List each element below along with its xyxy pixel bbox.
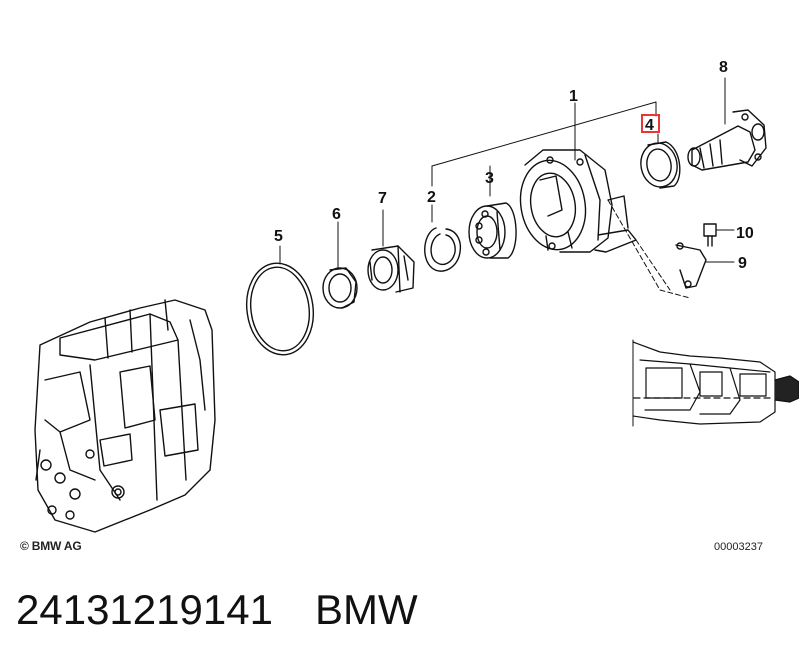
callout-10: 10 — [736, 225, 754, 242]
part-3-ball-bearing — [468, 202, 517, 259]
part-10-bolt — [703, 223, 717, 247]
copyright-notice: © BMW AG — [20, 539, 82, 553]
part-1-rear-housing — [519, 149, 637, 253]
callout-9: 9 — [738, 255, 747, 272]
parts-diagram: 1 2 3 4 5 6 7 8 9 10 — [34, 59, 799, 533]
part-number: 24131219141 — [16, 586, 273, 633]
callout-7: 7 — [378, 190, 387, 207]
part-8-shaft-flange — [687, 109, 767, 171]
callout-4: 4 — [645, 117, 654, 134]
callout-5: 5 — [274, 228, 283, 245]
callout-4-highlight — [641, 114, 660, 133]
part-7-flange-nut — [367, 245, 415, 293]
drawing-number: 00003237 — [714, 541, 763, 553]
leader-lines — [279, 77, 735, 299]
callout-8: 8 — [719, 59, 728, 76]
transmission-section-inset — [632, 339, 799, 427]
callout-3: 3 — [485, 170, 494, 187]
brand-name: BMW — [314, 586, 418, 633]
part-4-shaft-seal — [640, 141, 681, 189]
transmission-housing — [34, 299, 216, 533]
callout-1: 1 — [569, 88, 578, 105]
callout-6: 6 — [332, 206, 341, 223]
part-6-shaft-seal — [322, 267, 358, 309]
part-2-circlip — [424, 227, 462, 272]
part-5-o-ring — [245, 262, 315, 356]
callout-2: 2 — [427, 189, 436, 206]
part-caption: 24131219141 BMW — [16, 586, 418, 634]
part-9-bracket — [675, 242, 707, 289]
